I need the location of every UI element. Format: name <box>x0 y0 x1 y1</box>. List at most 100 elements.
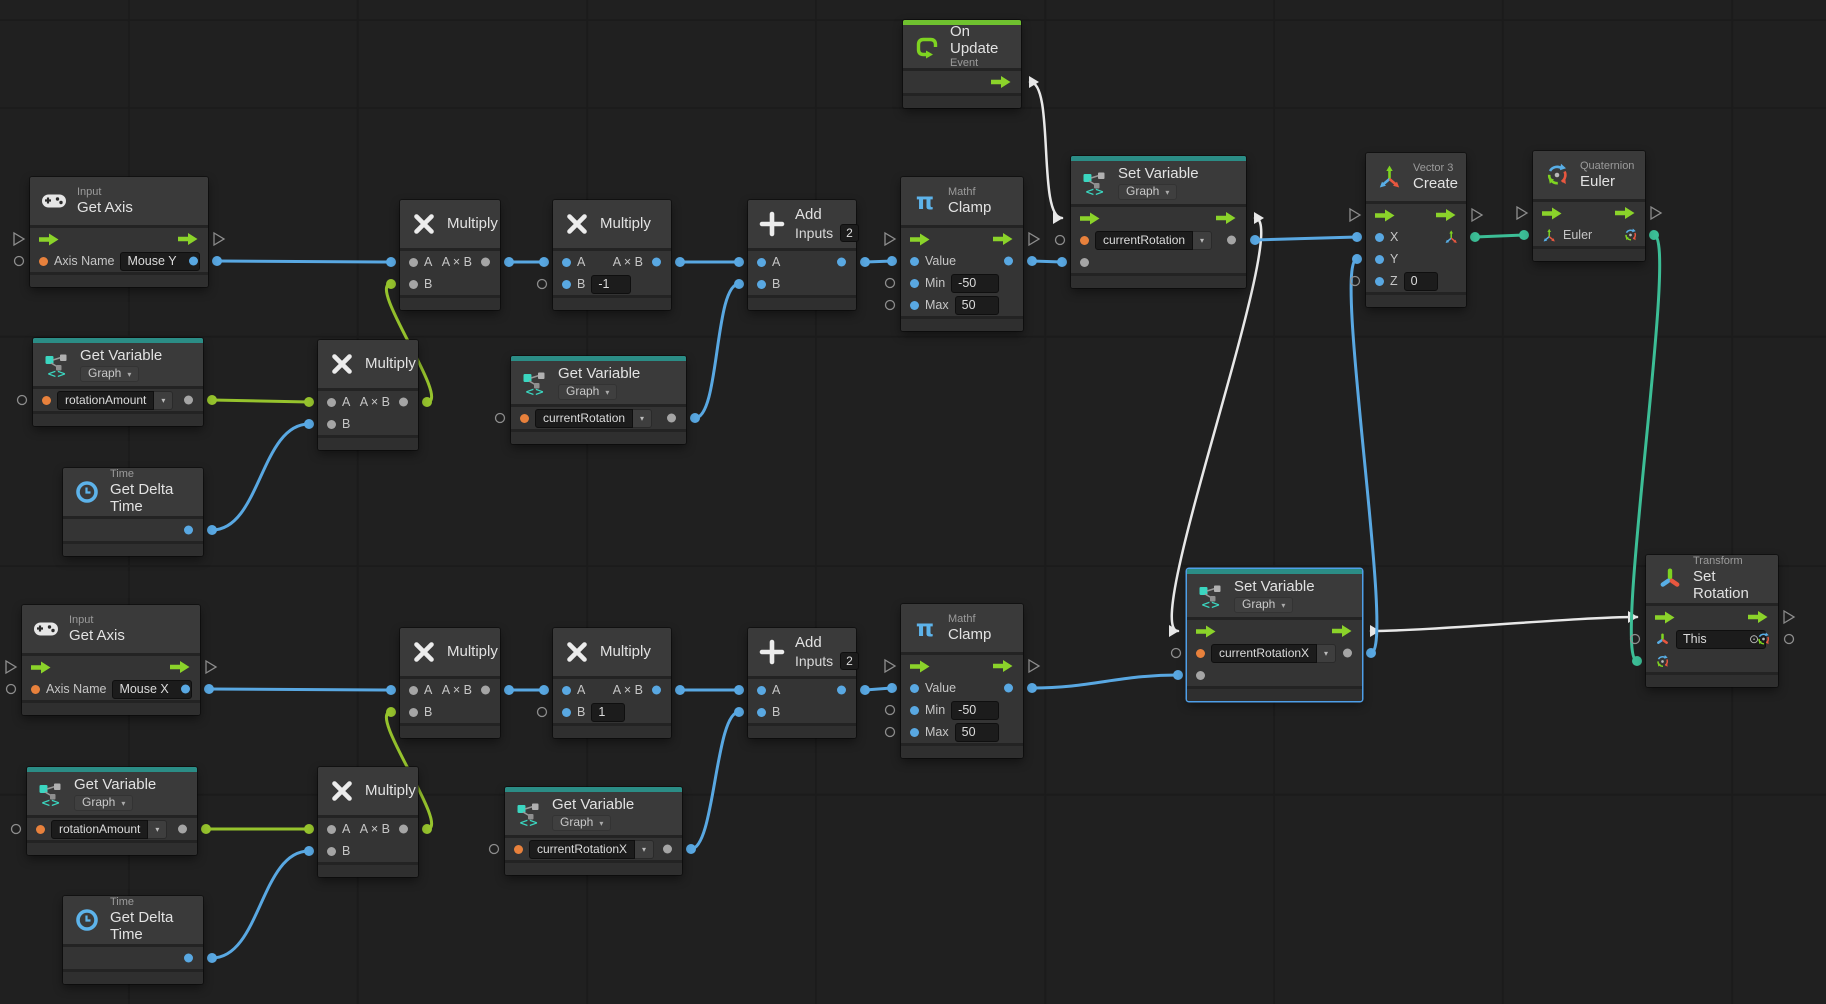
value-field[interactable]: This⊙ <box>1676 629 1766 649</box>
flow-port[interactable] <box>1216 212 1236 225</box>
scope-dropdown[interactable]: Graph▾ <box>74 795 134 812</box>
wire-blue[interactable] <box>693 282 741 420</box>
value-field[interactable]: Mouse Y <box>120 251 201 271</box>
value-field[interactable]: 50 <box>954 722 999 742</box>
inputs-count-field[interactable]: 2 <box>840 652 859 671</box>
data-port[interactable] <box>409 279 418 289</box>
wire-endpoint[interactable] <box>1057 257 1067 267</box>
quat-port[interactable] <box>1655 654 1670 669</box>
data-port[interactable] <box>910 683 919 693</box>
wire-endpoint[interactable] <box>422 824 432 834</box>
data-port[interactable] <box>562 685 571 695</box>
data-port[interactable] <box>1375 232 1384 242</box>
data-port[interactable] <box>520 413 529 423</box>
unconnected-flow-marker[interactable] <box>1028 658 1041 674</box>
unconnected-flow-marker[interactable] <box>1650 205 1663 221</box>
unconnected-port-marker[interactable] <box>1629 633 1641 645</box>
object-picker-icon[interactable]: ⊙ <box>1748 631 1759 646</box>
value-field[interactable]: 1 <box>591 702 626 722</box>
data-port[interactable] <box>1004 683 1013 693</box>
data-port[interactable] <box>910 256 919 266</box>
flow-port[interactable] <box>993 660 1013 673</box>
scope-dropdown[interactable]: Graph▾ <box>1118 184 1178 201</box>
wire-endpoint[interactable] <box>539 257 549 267</box>
data-port[interactable] <box>757 685 766 695</box>
flow-port[interactable] <box>1436 209 1456 222</box>
data-port[interactable] <box>1196 670 1205 680</box>
wire-endpoint[interactable] <box>1250 235 1260 245</box>
value-field[interactable]: 50 <box>954 295 999 315</box>
flow-port[interactable] <box>991 76 1011 89</box>
wire-endpoint[interactable] <box>204 684 214 694</box>
data-port[interactable] <box>910 278 919 288</box>
wire-endpoint[interactable] <box>860 257 870 267</box>
data-port[interactable] <box>184 953 193 963</box>
data-port[interactable] <box>42 395 51 405</box>
node-header[interactable]: Multiply <box>400 200 500 248</box>
unconnected-flow-marker[interactable] <box>1471 207 1484 223</box>
wire-endpoint[interactable] <box>201 824 211 834</box>
wire-endpoint[interactable] <box>304 419 314 429</box>
data-port[interactable] <box>36 824 45 834</box>
value-field[interactable]: -50 <box>951 700 1000 720</box>
wire-endpoint[interactable] <box>207 525 217 535</box>
wire-endpoint[interactable] <box>734 257 744 267</box>
unconnected-port-marker[interactable] <box>1170 647 1182 659</box>
data-port[interactable] <box>399 824 408 834</box>
unconnected-port-marker[interactable] <box>488 843 500 855</box>
flow-port[interactable] <box>1375 209 1395 222</box>
data-port[interactable] <box>327 824 336 834</box>
unconnected-flow-marker[interactable] <box>1349 207 1362 223</box>
data-port[interactable] <box>1227 235 1236 245</box>
data-port[interactable] <box>667 413 676 423</box>
data-port[interactable] <box>184 395 193 405</box>
flow-port[interactable] <box>31 661 51 674</box>
vec3-port[interactable] <box>1542 228 1557 243</box>
unconnected-port-marker[interactable] <box>1349 275 1361 287</box>
unconnected-port-marker[interactable] <box>5 683 17 695</box>
unconnected-port-marker[interactable] <box>884 704 896 716</box>
wire-endpoint[interactable] <box>539 685 549 695</box>
wire-endpoint[interactable] <box>675 685 685 695</box>
unconnected-port-marker[interactable] <box>494 412 506 424</box>
wire-endpoint[interactable] <box>860 685 870 695</box>
wire-endpoint[interactable] <box>386 707 396 717</box>
wire-endpoint[interactable] <box>386 279 396 289</box>
scope-dropdown[interactable]: Graph▾ <box>1234 597 1294 614</box>
data-port[interactable] <box>562 257 571 267</box>
wire-endpoint[interactable] <box>1352 254 1362 264</box>
wire-endpoint[interactable] <box>887 683 897 693</box>
wire-teal[interactable] <box>1473 233 1526 239</box>
wire-endpoint[interactable] <box>504 257 514 267</box>
wire-green[interactable] <box>210 398 311 404</box>
data-port[interactable] <box>31 684 40 694</box>
unconnected-flow-marker[interactable] <box>884 658 897 674</box>
value-field[interactable]: -50 <box>951 273 1000 293</box>
data-port[interactable] <box>652 685 661 695</box>
data-port[interactable] <box>327 846 336 856</box>
wire-endpoint[interactable] <box>386 685 396 695</box>
flow-port[interactable] <box>1542 207 1562 220</box>
wire-endpoint[interactable] <box>504 685 514 695</box>
data-port[interactable] <box>409 257 418 267</box>
flow-port[interactable] <box>178 233 198 246</box>
data-port[interactable] <box>481 685 490 695</box>
unconnected-port-marker[interactable] <box>13 255 25 267</box>
data-port[interactable] <box>663 844 672 854</box>
wire-endpoint[interactable] <box>675 257 685 267</box>
node-header[interactable]: Multiply <box>318 340 418 388</box>
